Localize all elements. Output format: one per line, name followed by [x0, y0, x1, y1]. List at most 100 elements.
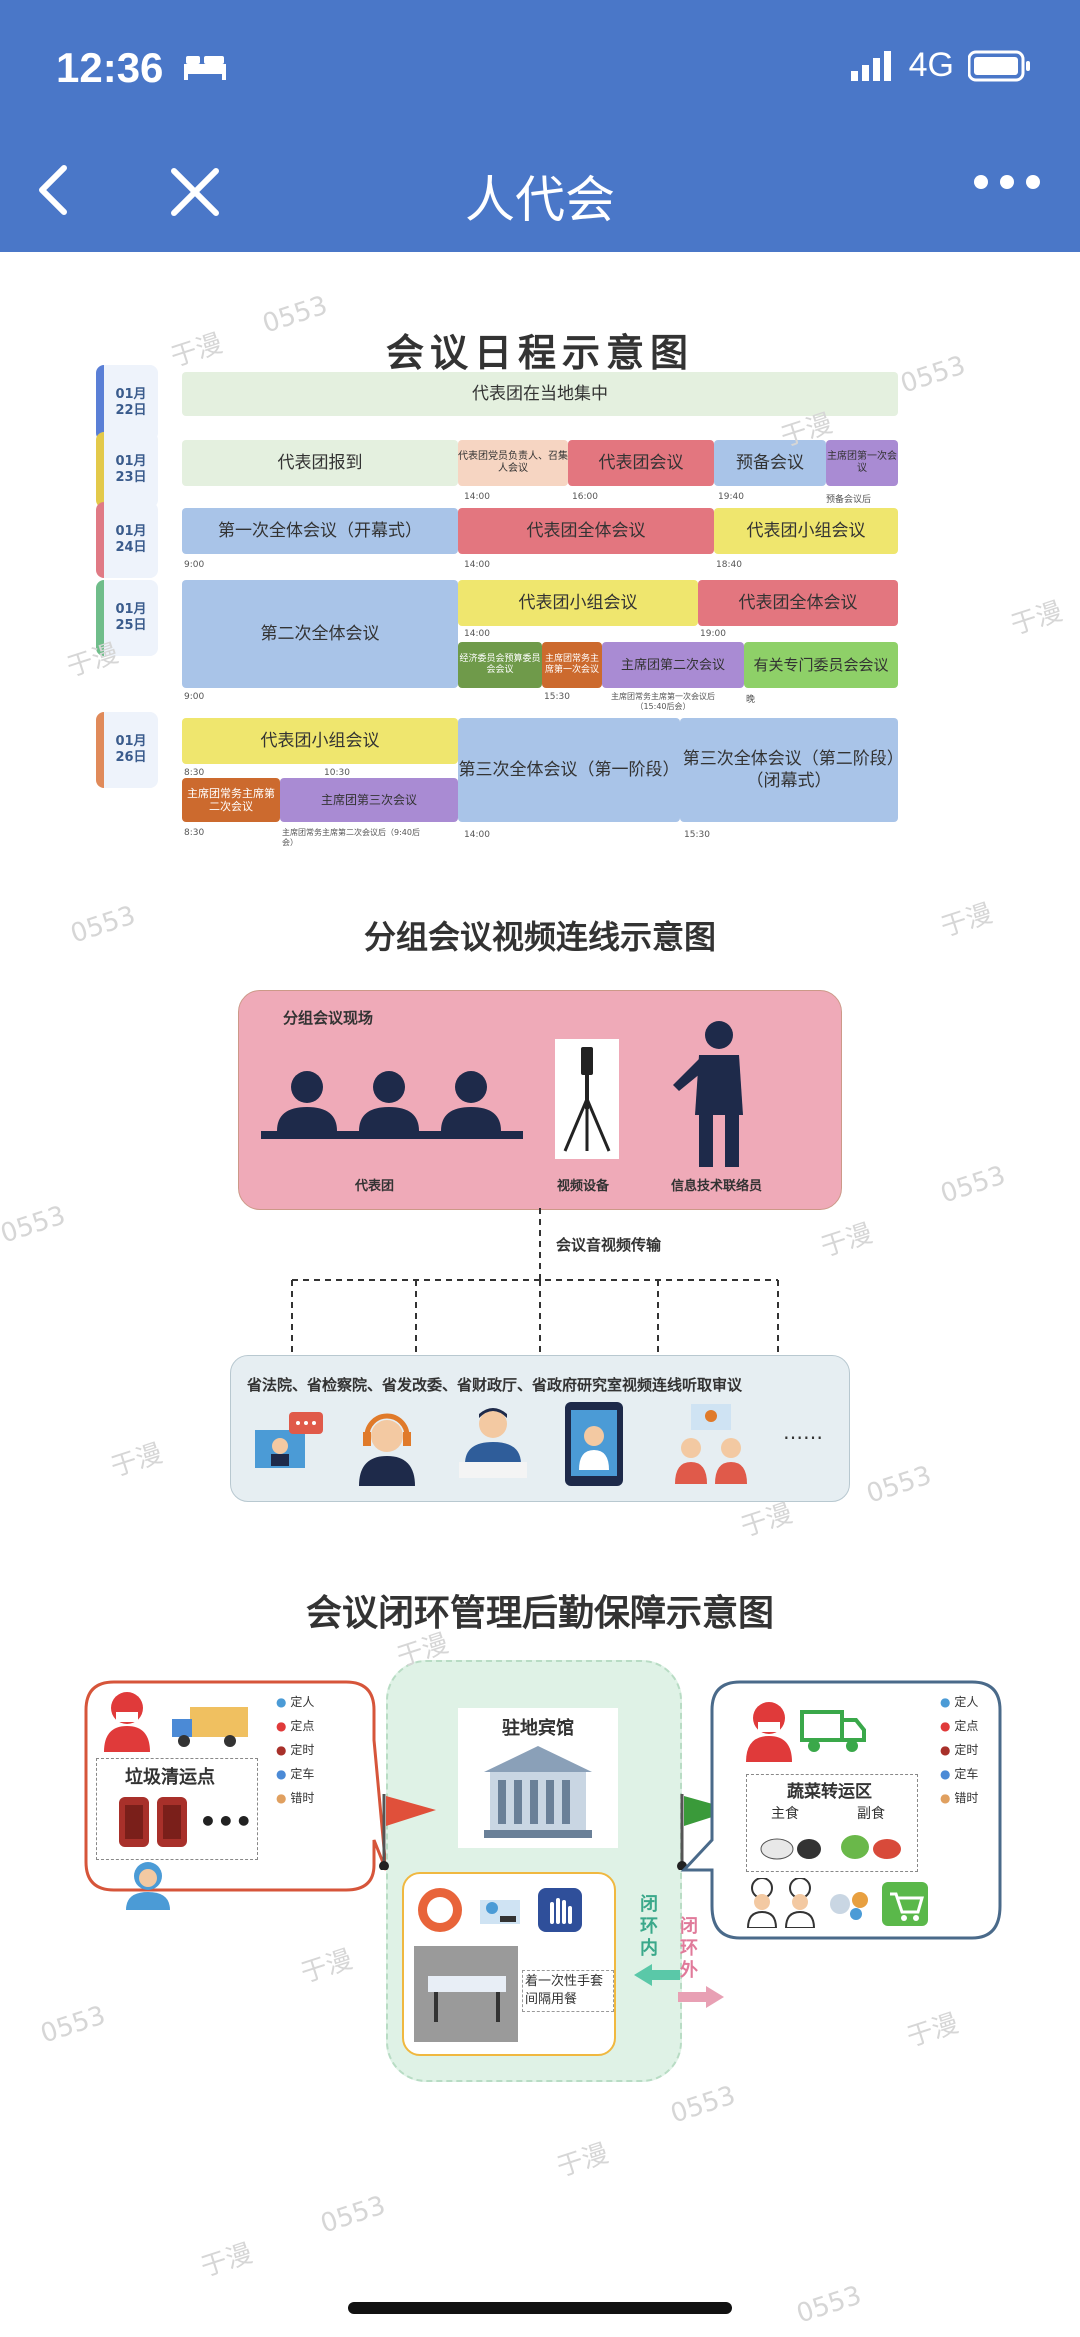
- watermark: 0553: [862, 1460, 936, 1510]
- schedule-block: 有关专门委员会会议: [744, 642, 898, 688]
- schedule-block: 主席团第一次会议: [826, 440, 898, 486]
- close-icon[interactable]: [168, 165, 222, 219]
- ingredients-icon: [830, 1892, 868, 1920]
- headset-operator-icon: [359, 1413, 415, 1486]
- staple-label: 主食: [771, 1806, 799, 1822]
- time-label: 晚: [746, 695, 756, 705]
- site-label: 分组会议现场: [283, 1009, 374, 1027]
- remote-label: 省法院、省检察院、省发改委、省财政厅、省政府研究室视频连线听取审议: [247, 1376, 743, 1394]
- time-label: 主席团常务主席第二次会议后（9:40后会）: [282, 828, 420, 847]
- time-label: 16:00: [572, 492, 598, 502]
- schedule-title: 会议日程示意图: [385, 331, 694, 375]
- video-device-icon: [555, 1039, 619, 1159]
- network-type: 4G: [908, 46, 954, 84]
- video-call-icon: [255, 1412, 323, 1468]
- time-label: 15:30: [684, 830, 710, 840]
- plate-icon: [418, 1888, 462, 1932]
- tech-staff-label: 信息技术联络员: [671, 1179, 763, 1194]
- date-tag-22: 01月 22日: [96, 365, 158, 441]
- schedule-block: 代表团全体会议: [458, 508, 714, 554]
- time-label: 8:30: [184, 828, 205, 838]
- worker-icon: [746, 1702, 792, 1762]
- food-delivery-icon: [480, 1900, 520, 1924]
- watermark: 于漫: [297, 1944, 357, 1990]
- connection-lines: [291, 1208, 779, 1355]
- remote-participants-box: 省法院、省检察院、省发改委、省财政厅、省政府研究室视频连线听取审议 ……: [230, 1355, 850, 1502]
- arrow-in-icon: [634, 1964, 680, 1986]
- schedule-block: 预备会议: [714, 440, 826, 486]
- watermark: 0553: [936, 1160, 1010, 1210]
- schedule-block: 主席团常务主席第一次会议: [542, 642, 602, 688]
- schedule-block: 代表团小组会议: [714, 508, 898, 554]
- legend-left: ● 定人 ● 定点 ● 定时 ● 定车 ● 错时: [276, 1695, 315, 1805]
- date-tag-24: 01月 24日: [96, 502, 158, 578]
- schedule-block: 代表团会议: [568, 440, 714, 486]
- home-indicator[interactable]: [348, 2302, 732, 2314]
- transmission-label: 会议音视频传输: [556, 1236, 662, 1254]
- group-meeting-icon: [675, 1404, 747, 1484]
- device-label: 视频设备: [557, 1179, 610, 1194]
- tablet-video-icon: [565, 1402, 623, 1486]
- chefs-icon: [746, 1878, 816, 1928]
- dining-box: 着一次性手套 间隔用餐: [402, 1872, 616, 2056]
- watermark: 于漫: [1007, 596, 1067, 642]
- time-label: 19:40: [718, 492, 744, 502]
- time-label: 14:00: [464, 560, 490, 570]
- dining-table-icon: [414, 1946, 518, 2042]
- delivery-truck-icon: [800, 1710, 866, 1752]
- more-icon[interactable]: [974, 175, 1040, 189]
- watermark: 0553: [792, 2280, 866, 2330]
- schedule-block: 代表团全体会议: [698, 580, 898, 626]
- schedule-block: 代表团报到: [182, 440, 458, 486]
- status-time: 12:36: [56, 44, 164, 91]
- time-label: 14:00: [464, 830, 490, 840]
- red-flag-icon: [379, 1794, 436, 1870]
- schedule-block: 第三次全体会议（第二阶段）（闭幕式）: [680, 718, 898, 822]
- time-label: 10:30: [324, 768, 350, 778]
- trash-bin-icon: [119, 1797, 187, 1847]
- schedule-block: 代表团党员负责人、召集人会议: [458, 440, 568, 486]
- signal-icon: [850, 50, 891, 81]
- schedule-block: 第二次全体会议: [182, 580, 458, 688]
- watermark: 于漫: [553, 2138, 613, 2184]
- date-tag-26: 01月 26日: [96, 712, 158, 788]
- arrow-out-icon: [678, 1986, 724, 2008]
- veg-label: 蔬菜转运区: [787, 1782, 872, 1802]
- truck-icon: [172, 1707, 248, 1747]
- schedule-block: 代表团小组会议: [182, 718, 458, 764]
- page-title: 人代会: [465, 171, 615, 229]
- garbage-label: 垃圾清运点: [125, 1767, 215, 1788]
- back-icon[interactable]: [24, 160, 84, 220]
- schedule-block: 经济委员会预算委员会会议: [458, 642, 542, 688]
- top-bar: 12:36 4G 人代会: [0, 0, 1080, 252]
- video-title: 分组会议视频连线示意图: [363, 918, 716, 956]
- schedule-block: 代表团小组会议: [458, 580, 698, 626]
- tech-staff-icon: [673, 1021, 743, 1167]
- watermark: 0553: [666, 2080, 740, 2130]
- date-tag-23: 01月 23日: [96, 432, 158, 508]
- time-label: 9:00: [184, 692, 205, 702]
- schedule-block: 代表团在当地集中: [182, 372, 898, 416]
- time-label: 主席团常务主席第一次会议后（15:40后会）: [611, 692, 715, 711]
- watermark: 于漫: [63, 638, 123, 684]
- cleaner-icon: [126, 1862, 170, 1910]
- more-dots: •••: [199, 1805, 253, 1838]
- time-label: 预备会议后: [826, 495, 872, 505]
- watermark: 0553: [36, 2000, 110, 2050]
- time-label: 15:30: [544, 692, 570, 702]
- official-icon: [459, 1408, 527, 1478]
- watermark: 0553: [316, 2190, 390, 2240]
- watermark: 于漫: [107, 1438, 167, 1484]
- closed-in-label: 闭环内: [640, 1894, 658, 1959]
- legend-right: ● 定人 ● 定点 ● 定时 ● 定车 ● 错时: [940, 1695, 979, 1805]
- vegetable-transfer-box: 蔬菜转运区 主食 副食: [746, 1774, 918, 1872]
- time-label: 18:40: [716, 560, 742, 570]
- delegates-label: 代表团: [355, 1179, 395, 1194]
- schedule-block: 第一次全体会议（开幕式）: [182, 508, 458, 554]
- food-icons: [760, 1835, 901, 1860]
- schedule-block: 第三次全体会议（第一阶段）: [458, 718, 680, 822]
- time-label: 14:00: [464, 492, 490, 502]
- side-label: 副食: [857, 1806, 885, 1822]
- worker-icon: [104, 1692, 150, 1752]
- hotel-label: 驻地宾馆: [502, 1718, 574, 1739]
